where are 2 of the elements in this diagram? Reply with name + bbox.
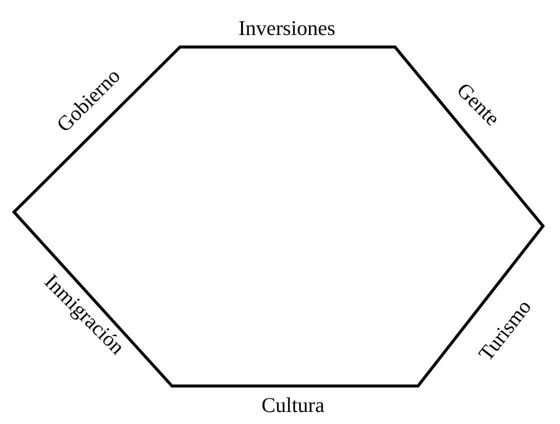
side-label: Cultura <box>262 394 324 416</box>
side-label: Inversiones <box>238 18 336 38</box>
